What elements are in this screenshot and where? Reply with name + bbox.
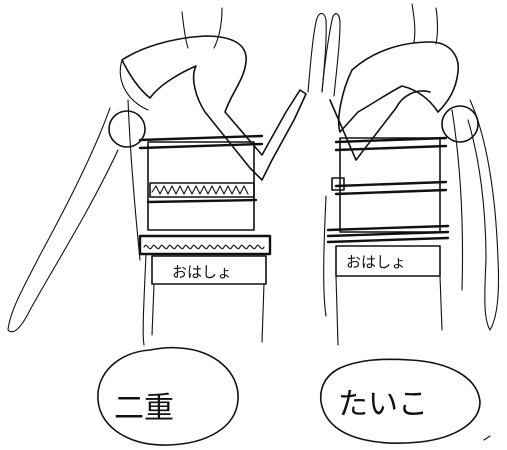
left-skirt-right: [262, 284, 264, 342]
right-caption: たいこ: [338, 387, 428, 422]
right-ribbon-2: [452, 110, 463, 290]
right-neck-line: [412, 4, 415, 42]
left-sleeve-circle: [109, 111, 145, 147]
right-skirt-left: [336, 276, 338, 345]
left-shoulder: [120, 60, 148, 110]
right-stray-mark: [484, 436, 490, 440]
left-neck-line-2: [214, 8, 222, 48]
left-neck-line: [182, 12, 188, 48]
right-skirt-right: [440, 276, 442, 330]
right-neck-line-2: [436, 8, 438, 44]
right-figure: おはしょ たいこ: [308, 4, 499, 443]
right-collar: [339, 42, 459, 132]
left-lower-zigzag: [144, 245, 264, 248]
left-caption: 二重: [114, 391, 174, 426]
right-arm-line: [324, 196, 326, 316]
left-ohashori-label: おはしょ: [172, 263, 232, 281]
right-ribbon: [468, 100, 499, 330]
right-ohashori-label: おはしょ: [346, 253, 406, 271]
left-ribbon: [8, 108, 118, 332]
left-ribbon-2: [128, 100, 140, 260]
left-figure: おはしょ 二重: [8, 8, 306, 445]
right-obi-knot: [332, 178, 344, 190]
right-lower-band: [328, 226, 448, 242]
right-obi-mid-band: [336, 182, 446, 194]
left-obi-mid-band: [148, 200, 256, 202]
left-obijime-zigzag: [152, 186, 248, 194]
right-obi-top-band: [336, 138, 446, 150]
left-collar: [122, 36, 306, 180]
